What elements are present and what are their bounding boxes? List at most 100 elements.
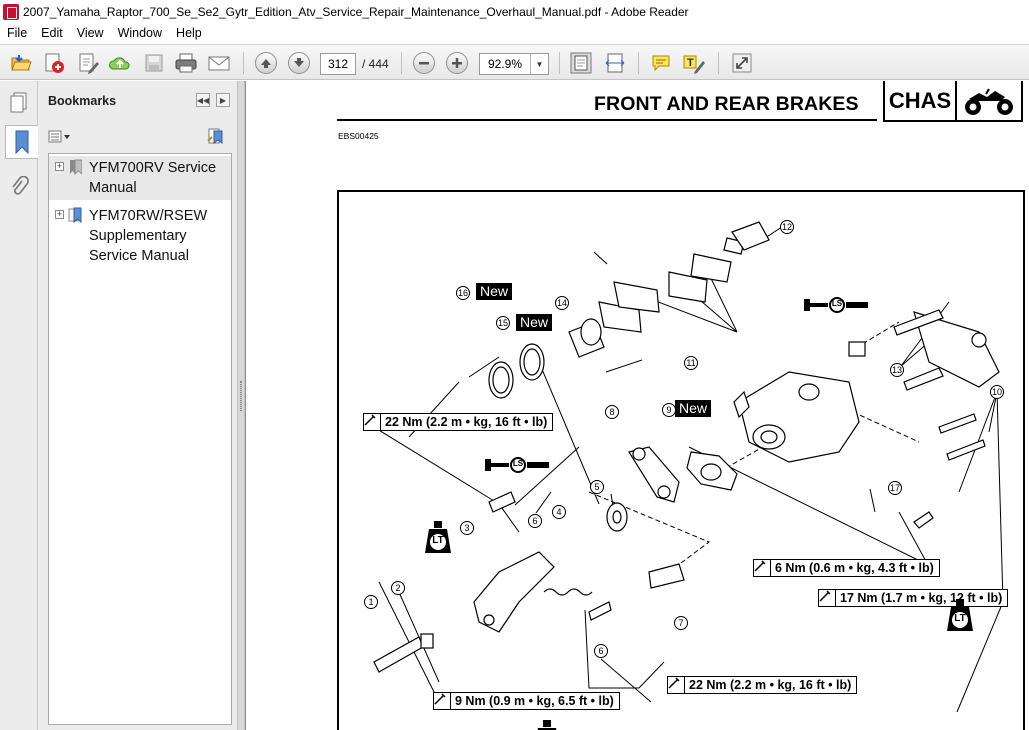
locktite-badge: LT bbox=[532, 719, 562, 730]
torque-value: 22 Nm (2.2 m • kg, 16 ft • lb) bbox=[385, 415, 548, 429]
bookmarks-tree: + YFM700RV Service Manual + YFM70RW/RSEW… bbox=[48, 153, 232, 725]
zoom-in-button[interactable] bbox=[444, 50, 470, 76]
section-tab: CHAS bbox=[883, 81, 1023, 122]
torque-spec: 22 Nm (2.2 m • kg, 16 ft • lb) bbox=[363, 413, 554, 431]
menu-help[interactable]: Help bbox=[176, 26, 202, 40]
brake-caliper-drawing bbox=[368, 221, 1004, 713]
bookmark-options-button[interactable] bbox=[48, 129, 72, 145]
callout-15: 15 bbox=[496, 316, 510, 330]
toolbar-separator bbox=[718, 52, 719, 74]
new-part-badge: New bbox=[476, 283, 513, 300]
open-button[interactable] bbox=[8, 50, 34, 76]
create-pdf-icon bbox=[45, 53, 64, 73]
callout-9: 9 bbox=[662, 403, 676, 417]
bookmark-item[interactable]: + YFM700RV Service Manual bbox=[49, 156, 231, 200]
chevron-right-icon: ▶ bbox=[219, 95, 227, 105]
fit-page-button[interactable] bbox=[568, 50, 594, 76]
expand-plus-icon[interactable]: + bbox=[55, 209, 64, 219]
bookmarks-toolbar bbox=[38, 125, 237, 149]
expand-plus-icon[interactable]: + bbox=[55, 161, 64, 171]
callout-1: 1 bbox=[364, 595, 378, 609]
attachments-button[interactable] bbox=[5, 171, 33, 205]
arrow-up-icon bbox=[255, 52, 277, 74]
edit-button[interactable] bbox=[75, 50, 101, 76]
comment-icon bbox=[652, 55, 670, 72]
atv-icon bbox=[957, 81, 1021, 120]
callout-14: 14 bbox=[555, 296, 569, 310]
toolbar-separator bbox=[559, 52, 560, 74]
new-part-badge: New bbox=[675, 400, 712, 417]
bookmark-item[interactable]: + YFM70RW/RSEW Supplementary Service Man… bbox=[49, 204, 231, 268]
callout-16: 16 bbox=[456, 286, 470, 300]
menu-edit[interactable]: Edit bbox=[41, 26, 63, 40]
expand-button[interactable] bbox=[729, 50, 755, 76]
bookmark-icon bbox=[15, 130, 29, 155]
highlight-button[interactable]: T bbox=[681, 50, 707, 76]
torque-value: 22 Nm (2.2 m • kg, 16 ft • lb) bbox=[689, 678, 852, 692]
fit-width-button[interactable] bbox=[602, 50, 628, 76]
bookmarks-panel: Bookmarks ◀◀ ▶ + YFM700RV Service Manual… bbox=[38, 81, 237, 730]
next-page-button[interactable] bbox=[286, 50, 312, 76]
expand-bookmark-button[interactable] bbox=[206, 127, 226, 147]
splitter-grip bbox=[240, 381, 242, 411]
menu-view[interactable]: View bbox=[76, 26, 104, 40]
callout-13: 13 bbox=[890, 363, 904, 377]
bookmarks-panel-button[interactable] bbox=[5, 125, 38, 159]
callout-5: 5 bbox=[590, 480, 604, 494]
create-pdf-button[interactable] bbox=[41, 50, 67, 76]
bookmark-icon bbox=[68, 207, 82, 223]
torque-value: 17 Nm (1.7 m • kg, 12 ft • lb) bbox=[840, 591, 1003, 605]
document-viewport[interactable]: FRONT AND REAR BRAKES CHAS EBS00425 bbox=[245, 81, 1029, 730]
callout-7: 7 bbox=[674, 616, 688, 630]
section-tag: CHAS bbox=[885, 81, 957, 120]
callout-4: 4 bbox=[552, 505, 566, 519]
zoom-select[interactable]: 92.9% ▼ bbox=[479, 53, 549, 75]
callout-12: 12 bbox=[780, 220, 794, 234]
print-button[interactable] bbox=[173, 50, 199, 76]
menu-file[interactable]: File bbox=[7, 26, 28, 40]
bookmark-jump-icon bbox=[207, 128, 223, 144]
bookmark-stack-icon bbox=[70, 159, 82, 175]
callout-6b: 6 bbox=[594, 644, 608, 658]
document-code: EBS00425 bbox=[338, 131, 379, 141]
window-title: 2007_Yamaha_Raptor_700_Se_Se2_Gytr_Editi… bbox=[23, 5, 689, 19]
wrench-icon bbox=[668, 677, 685, 693]
toolbar-separator bbox=[638, 52, 639, 74]
torque-value: 6 Nm (0.6 m • kg, 4.3 ft • lb) bbox=[775, 561, 934, 575]
bookmark-label: YFM70RW/RSEW Supplementary Service Manua… bbox=[89, 208, 208, 264]
printer-icon bbox=[175, 53, 197, 73]
collapse-panel-button[interactable]: ◀◀ bbox=[196, 93, 210, 107]
fit-page-icon bbox=[570, 52, 592, 74]
arrow-down-icon bbox=[288, 52, 310, 74]
email-button[interactable] bbox=[206, 50, 232, 76]
options-menu-icon bbox=[48, 130, 70, 143]
locktite-badge: LT bbox=[423, 520, 453, 558]
page-thumbnails-button[interactable] bbox=[5, 85, 33, 119]
highlight-text-icon: T bbox=[683, 55, 705, 74]
comment-button[interactable] bbox=[648, 50, 674, 76]
adobe-reader-icon bbox=[3, 4, 19, 20]
upload-button[interactable] bbox=[107, 50, 133, 76]
ls-label: LS bbox=[512, 459, 524, 468]
callout-17: 17 bbox=[888, 481, 902, 495]
expand-icon bbox=[732, 53, 752, 73]
previous-page-button[interactable] bbox=[253, 50, 279, 76]
toolbar-separator bbox=[243, 52, 244, 74]
zoom-out-button[interactable] bbox=[411, 50, 437, 76]
callout-6a: 6 bbox=[528, 514, 542, 528]
toolbar-separator bbox=[401, 52, 402, 74]
menu-window[interactable]: Window bbox=[117, 26, 163, 40]
exploded-view-diagram: 1 2 3 4 5 6 6 7 8 9 10 11 12 13 14 15 16… bbox=[337, 190, 1025, 730]
menu-bar: File Edit View Window Help bbox=[0, 24, 1029, 43]
panel-forward-button[interactable]: ▶ bbox=[216, 93, 230, 107]
page-number-input[interactable]: 312 bbox=[320, 53, 356, 75]
callout-8: 8 bbox=[605, 405, 619, 419]
save-button[interactable] bbox=[141, 50, 167, 76]
envelope-icon bbox=[208, 56, 230, 71]
bookmark-label: YFM700RV Service Manual bbox=[89, 160, 217, 196]
chevron-down-icon[interactable]: ▼ bbox=[530, 54, 548, 74]
panel-splitter[interactable] bbox=[237, 81, 245, 730]
torque-spec: 17 Nm (1.7 m • kg, 12 ft • lb) bbox=[818, 589, 1009, 607]
cloud-upload-icon bbox=[109, 57, 130, 70]
lt-label: LT bbox=[432, 535, 444, 546]
